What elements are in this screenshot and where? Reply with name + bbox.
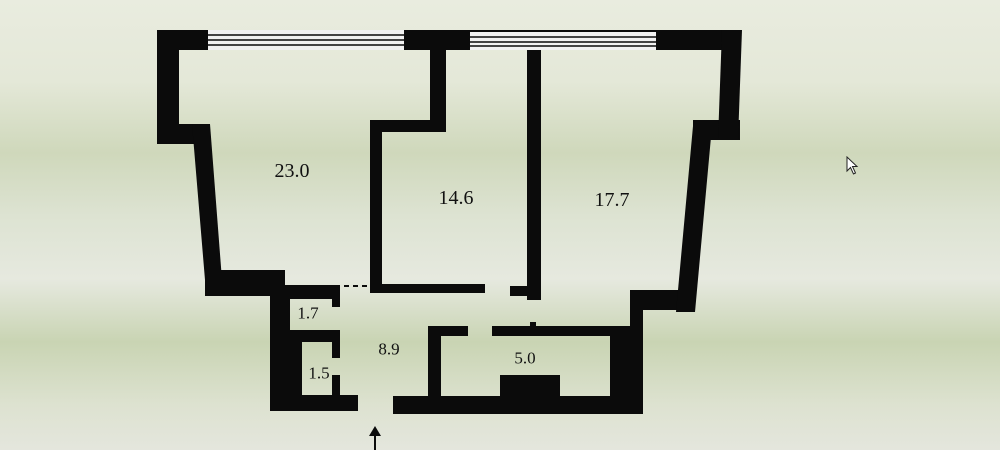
room-area-bathroom: 1.5 <box>308 363 330 383</box>
room-area-kitchen: 5.0 <box>514 348 536 368</box>
mouse-pointer-icon <box>846 156 859 175</box>
arrow-up-icon <box>369 426 381 450</box>
room-area-bedroom-middle: 14.6 <box>438 187 474 209</box>
room-area-toilet: 1.7 <box>297 303 319 323</box>
window-right <box>470 32 656 50</box>
windows <box>208 30 656 50</box>
room-area-living: 23.0 <box>274 160 310 182</box>
walls <box>157 30 742 414</box>
room-area-bedroom-right: 17.7 <box>594 189 630 211</box>
room-area-hall: 8.9 <box>378 339 400 359</box>
